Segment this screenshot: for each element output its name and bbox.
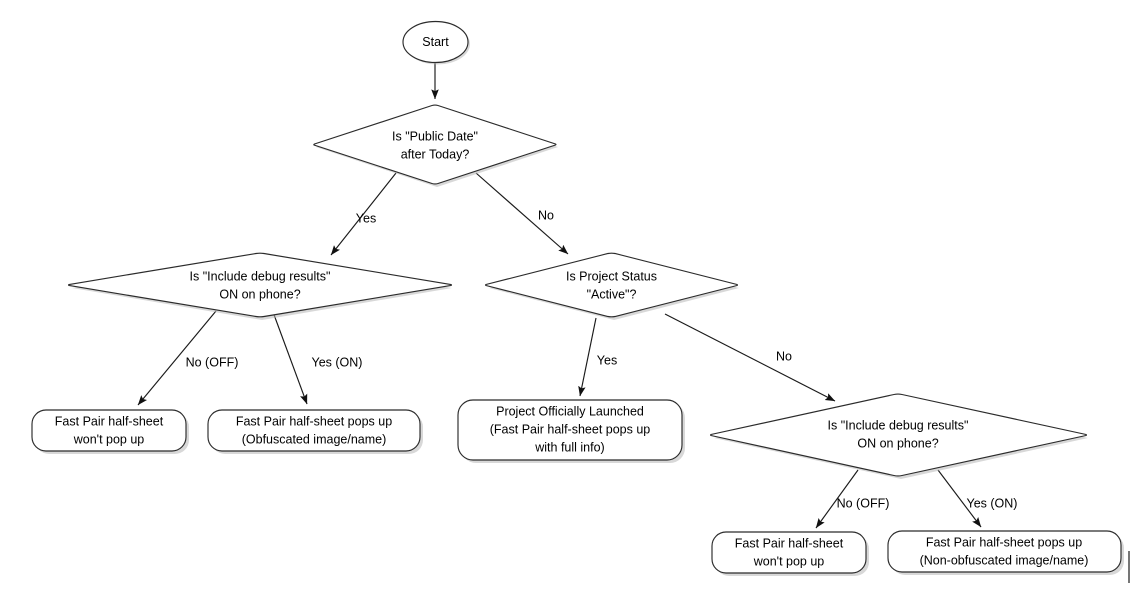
edge-label-debug-left-yes: Yes (ON) bbox=[312, 355, 363, 369]
node-right-on-line2: (Non-obfuscated image/name) bbox=[920, 553, 1089, 567]
edge-label-project-status-no: No bbox=[776, 349, 792, 363]
node-left-off-result[interactable]: Fast Pair half-sheet won't pop up bbox=[31, 409, 189, 454]
node-launched-line1: Project Officially Launched bbox=[496, 404, 644, 418]
node-launched-result[interactable]: Project Officially Launched (Fast Pair h… bbox=[457, 399, 685, 463]
node-debug-right-line1: Is "Include debug results" bbox=[828, 418, 969, 432]
edge-label-debug-left-no: No (OFF) bbox=[186, 355, 239, 369]
edge-label-public-date-yes: Yes bbox=[356, 211, 376, 225]
node-debug-right-line2: ON on phone? bbox=[857, 436, 938, 450]
node-debug-right-decision[interactable]: Is "Include debug results" ON on phone? bbox=[709, 393, 1089, 479]
edge-label-project-status-yes: Yes bbox=[597, 353, 617, 367]
node-project-status-decision[interactable]: Is Project Status "Active"? bbox=[484, 252, 740, 320]
node-public-date-line1: Is "Public Date" bbox=[392, 129, 478, 143]
edge-debug-left-no: No (OFF) bbox=[137, 310, 239, 406]
node-start-label: Start bbox=[422, 35, 449, 49]
node-right-off-line2: won't pop up bbox=[753, 554, 825, 568]
node-left-on-result[interactable]: Fast Pair half-sheet pops up (Obfuscated… bbox=[207, 409, 423, 454]
node-debug-left-decision[interactable]: Is "Include debug results" ON on phone? bbox=[67, 252, 453, 320]
node-debug-left-line1: Is "Include debug results" bbox=[190, 269, 331, 283]
node-project-status-line2: "Active"? bbox=[587, 287, 637, 301]
node-left-on-line1: Fast Pair half-sheet pops up bbox=[236, 414, 392, 428]
node-public-date-decision[interactable]: Is "Public Date" after Today? bbox=[313, 104, 558, 187]
edge-project-status-yes: Yes bbox=[578, 317, 617, 397]
node-public-date-line2: after Today? bbox=[401, 147, 470, 161]
node-launched-line3: with full info) bbox=[534, 440, 604, 454]
node-left-on-line2: (Obfuscated image/name) bbox=[242, 432, 387, 446]
node-right-off-line1: Fast Pair half-sheet bbox=[735, 536, 844, 550]
edge-debug-right-no: No (OFF) bbox=[815, 469, 890, 529]
edge-debug-left-yes: Yes (ON) bbox=[272, 311, 363, 405]
edge-public-date-no: No bbox=[475, 172, 569, 255]
edge-label-debug-right-yes: Yes (ON) bbox=[967, 496, 1018, 510]
node-debug-left-line2: ON on phone? bbox=[219, 287, 300, 301]
node-left-off-line2: won't pop up bbox=[73, 432, 145, 446]
node-start[interactable]: Start bbox=[402, 20, 470, 65]
node-launched-line2: (Fast Pair half-sheet pops up bbox=[490, 422, 651, 436]
node-project-status-line1: Is Project Status bbox=[566, 269, 657, 283]
edge-label-public-date-no: No bbox=[538, 208, 554, 222]
node-right-on-line1: Fast Pair half-sheet pops up bbox=[926, 535, 1082, 549]
node-left-off-line1: Fast Pair half-sheet bbox=[55, 414, 164, 428]
edge-public-date-yes: Yes bbox=[330, 172, 397, 256]
edge-project-status-no: No bbox=[664, 313, 836, 402]
node-right-off-result[interactable]: Fast Pair half-sheet won't pop up bbox=[711, 531, 869, 576]
edge-label-debug-right-no: No (OFF) bbox=[837, 496, 890, 510]
node-right-on-result[interactable]: Fast Pair half-sheet pops up (Non-obfusc… bbox=[887, 530, 1124, 575]
edge-debug-right-yes: Yes (ON) bbox=[937, 469, 1018, 528]
